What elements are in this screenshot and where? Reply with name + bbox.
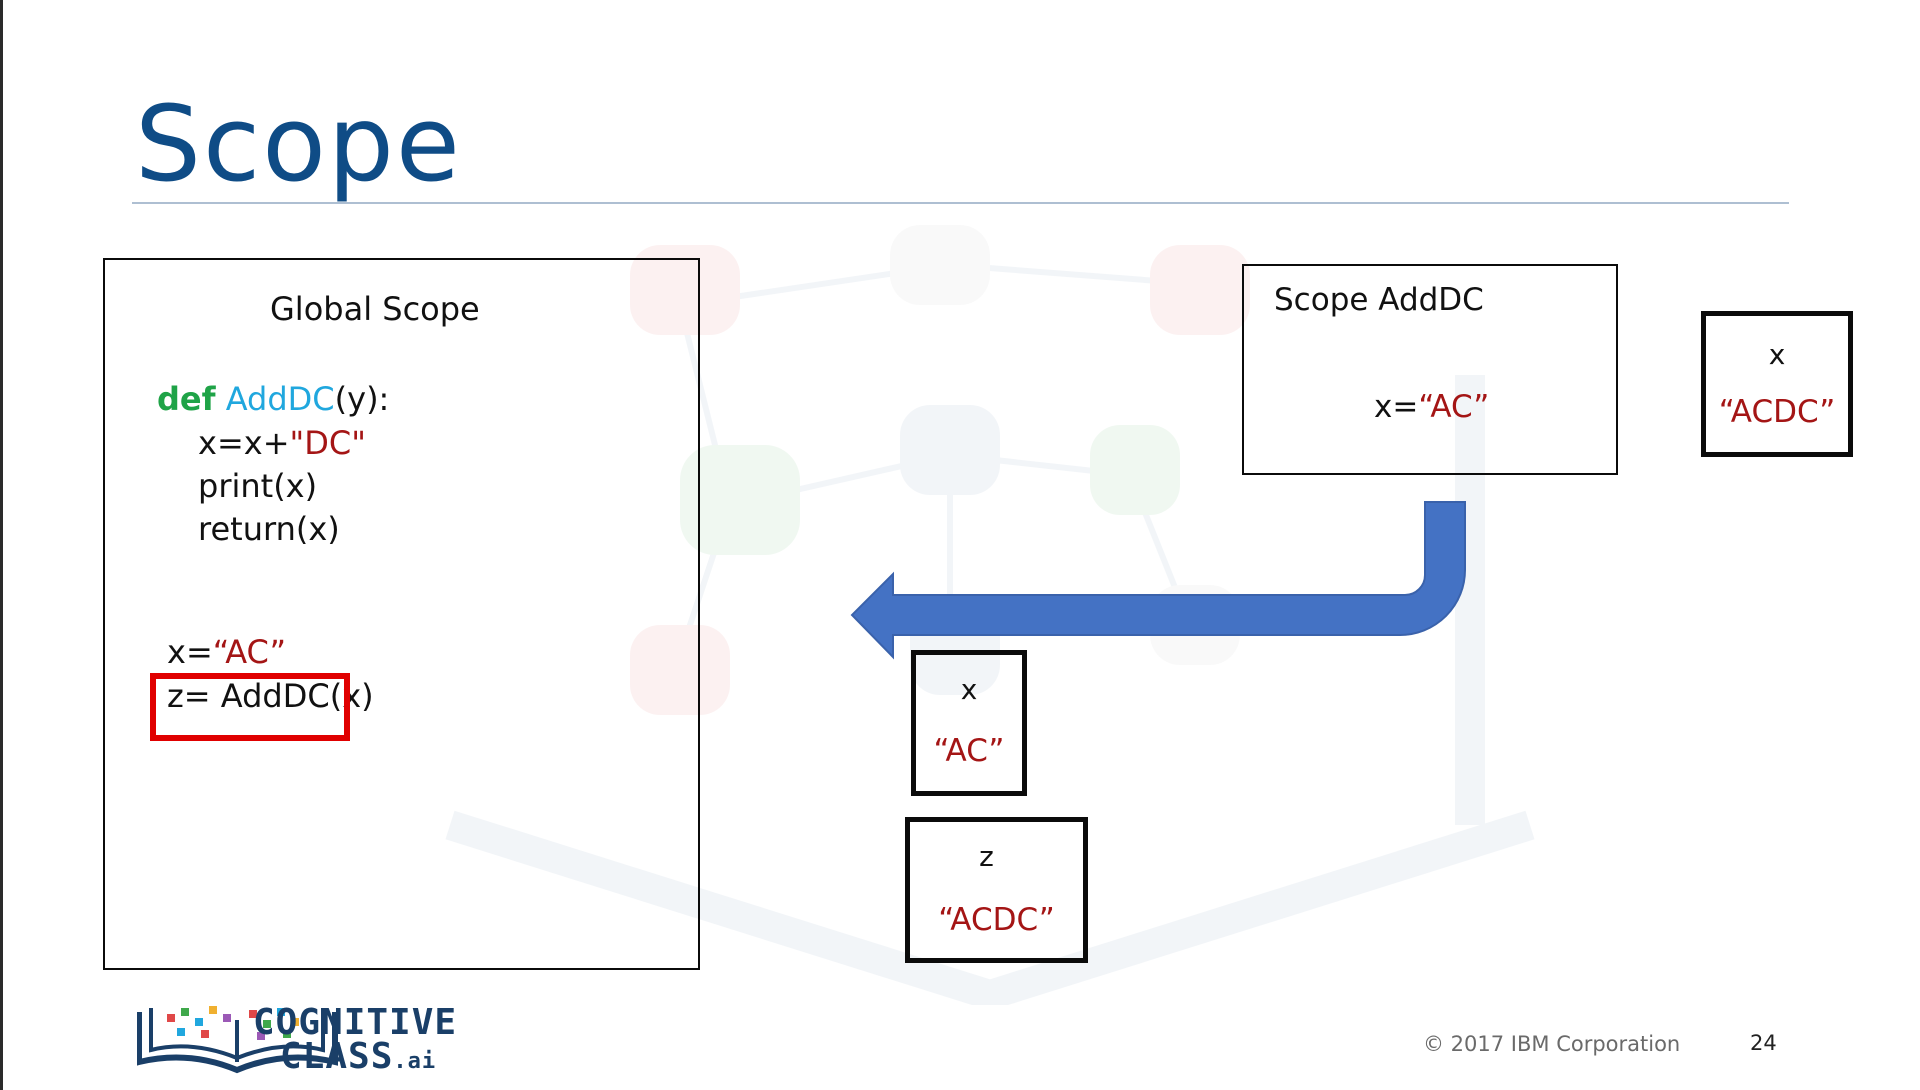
cognitive-class-logo-icon: [137, 1006, 338, 1074]
assign-x-value: “AC”: [212, 633, 287, 671]
variable-value: “ACDC”: [1718, 394, 1836, 430]
variable-label: x: [1768, 338, 1786, 371]
concat-code: x=x+: [198, 424, 290, 462]
logo-text-line1: COGNITIVE: [253, 1002, 458, 1043]
code-line-call: z= AddDC(x): [167, 677, 374, 715]
function-scope-assign: x=“AC”: [1374, 389, 1489, 425]
variable-box-fn-x: x “ACDC”: [1701, 311, 1853, 457]
slide-title: Scope: [135, 83, 462, 205]
function-assign-var: x=: [1374, 389, 1419, 425]
page-number: 24: [1750, 1031, 1777, 1055]
copyright-text: © 2017 IBM Corporation: [1423, 1032, 1681, 1056]
highlight-box: [150, 673, 350, 741]
code-line-concat: x=x+"DC": [198, 424, 366, 462]
function-scope-box: Scope AddDC x=“AC”: [1242, 264, 1618, 475]
function-name: AddDC: [225, 380, 335, 418]
code-line-print: print(x): [198, 467, 318, 505]
variable-box-global-z: z “ACDC”: [905, 817, 1088, 963]
def-keyword: def: [157, 380, 216, 418]
left-edge-line: [0, 0, 3, 1090]
variable-box-global-x: x “AC”: [911, 650, 1027, 796]
variable-value: “ACDC”: [938, 902, 1055, 938]
function-scope-heading: Scope AddDC: [1274, 282, 1484, 318]
logo-text-line2: CLASS.ai: [280, 1036, 436, 1077]
logo-suffix: .ai: [393, 1049, 437, 1074]
global-scope-heading: Global Scope: [270, 290, 480, 328]
code-line-def: def AddDC(y):: [157, 380, 389, 418]
code-line-return: return(x): [198, 510, 340, 548]
global-scope-box: Global Scope: [103, 258, 700, 970]
code-line-assign-x: x=“AC”: [167, 633, 286, 671]
logo-class-text: CLASS: [280, 1036, 394, 1077]
variable-label: x: [960, 673, 978, 706]
variable-label: z: [979, 840, 994, 873]
concat-string: "DC": [289, 424, 366, 462]
assign-x-var: x=: [167, 633, 213, 671]
def-params: (y):: [334, 380, 390, 418]
function-assign-value: “AC”: [1418, 389, 1490, 425]
variable-value: “AC”: [933, 733, 1005, 769]
title-divider: [132, 202, 1789, 204]
